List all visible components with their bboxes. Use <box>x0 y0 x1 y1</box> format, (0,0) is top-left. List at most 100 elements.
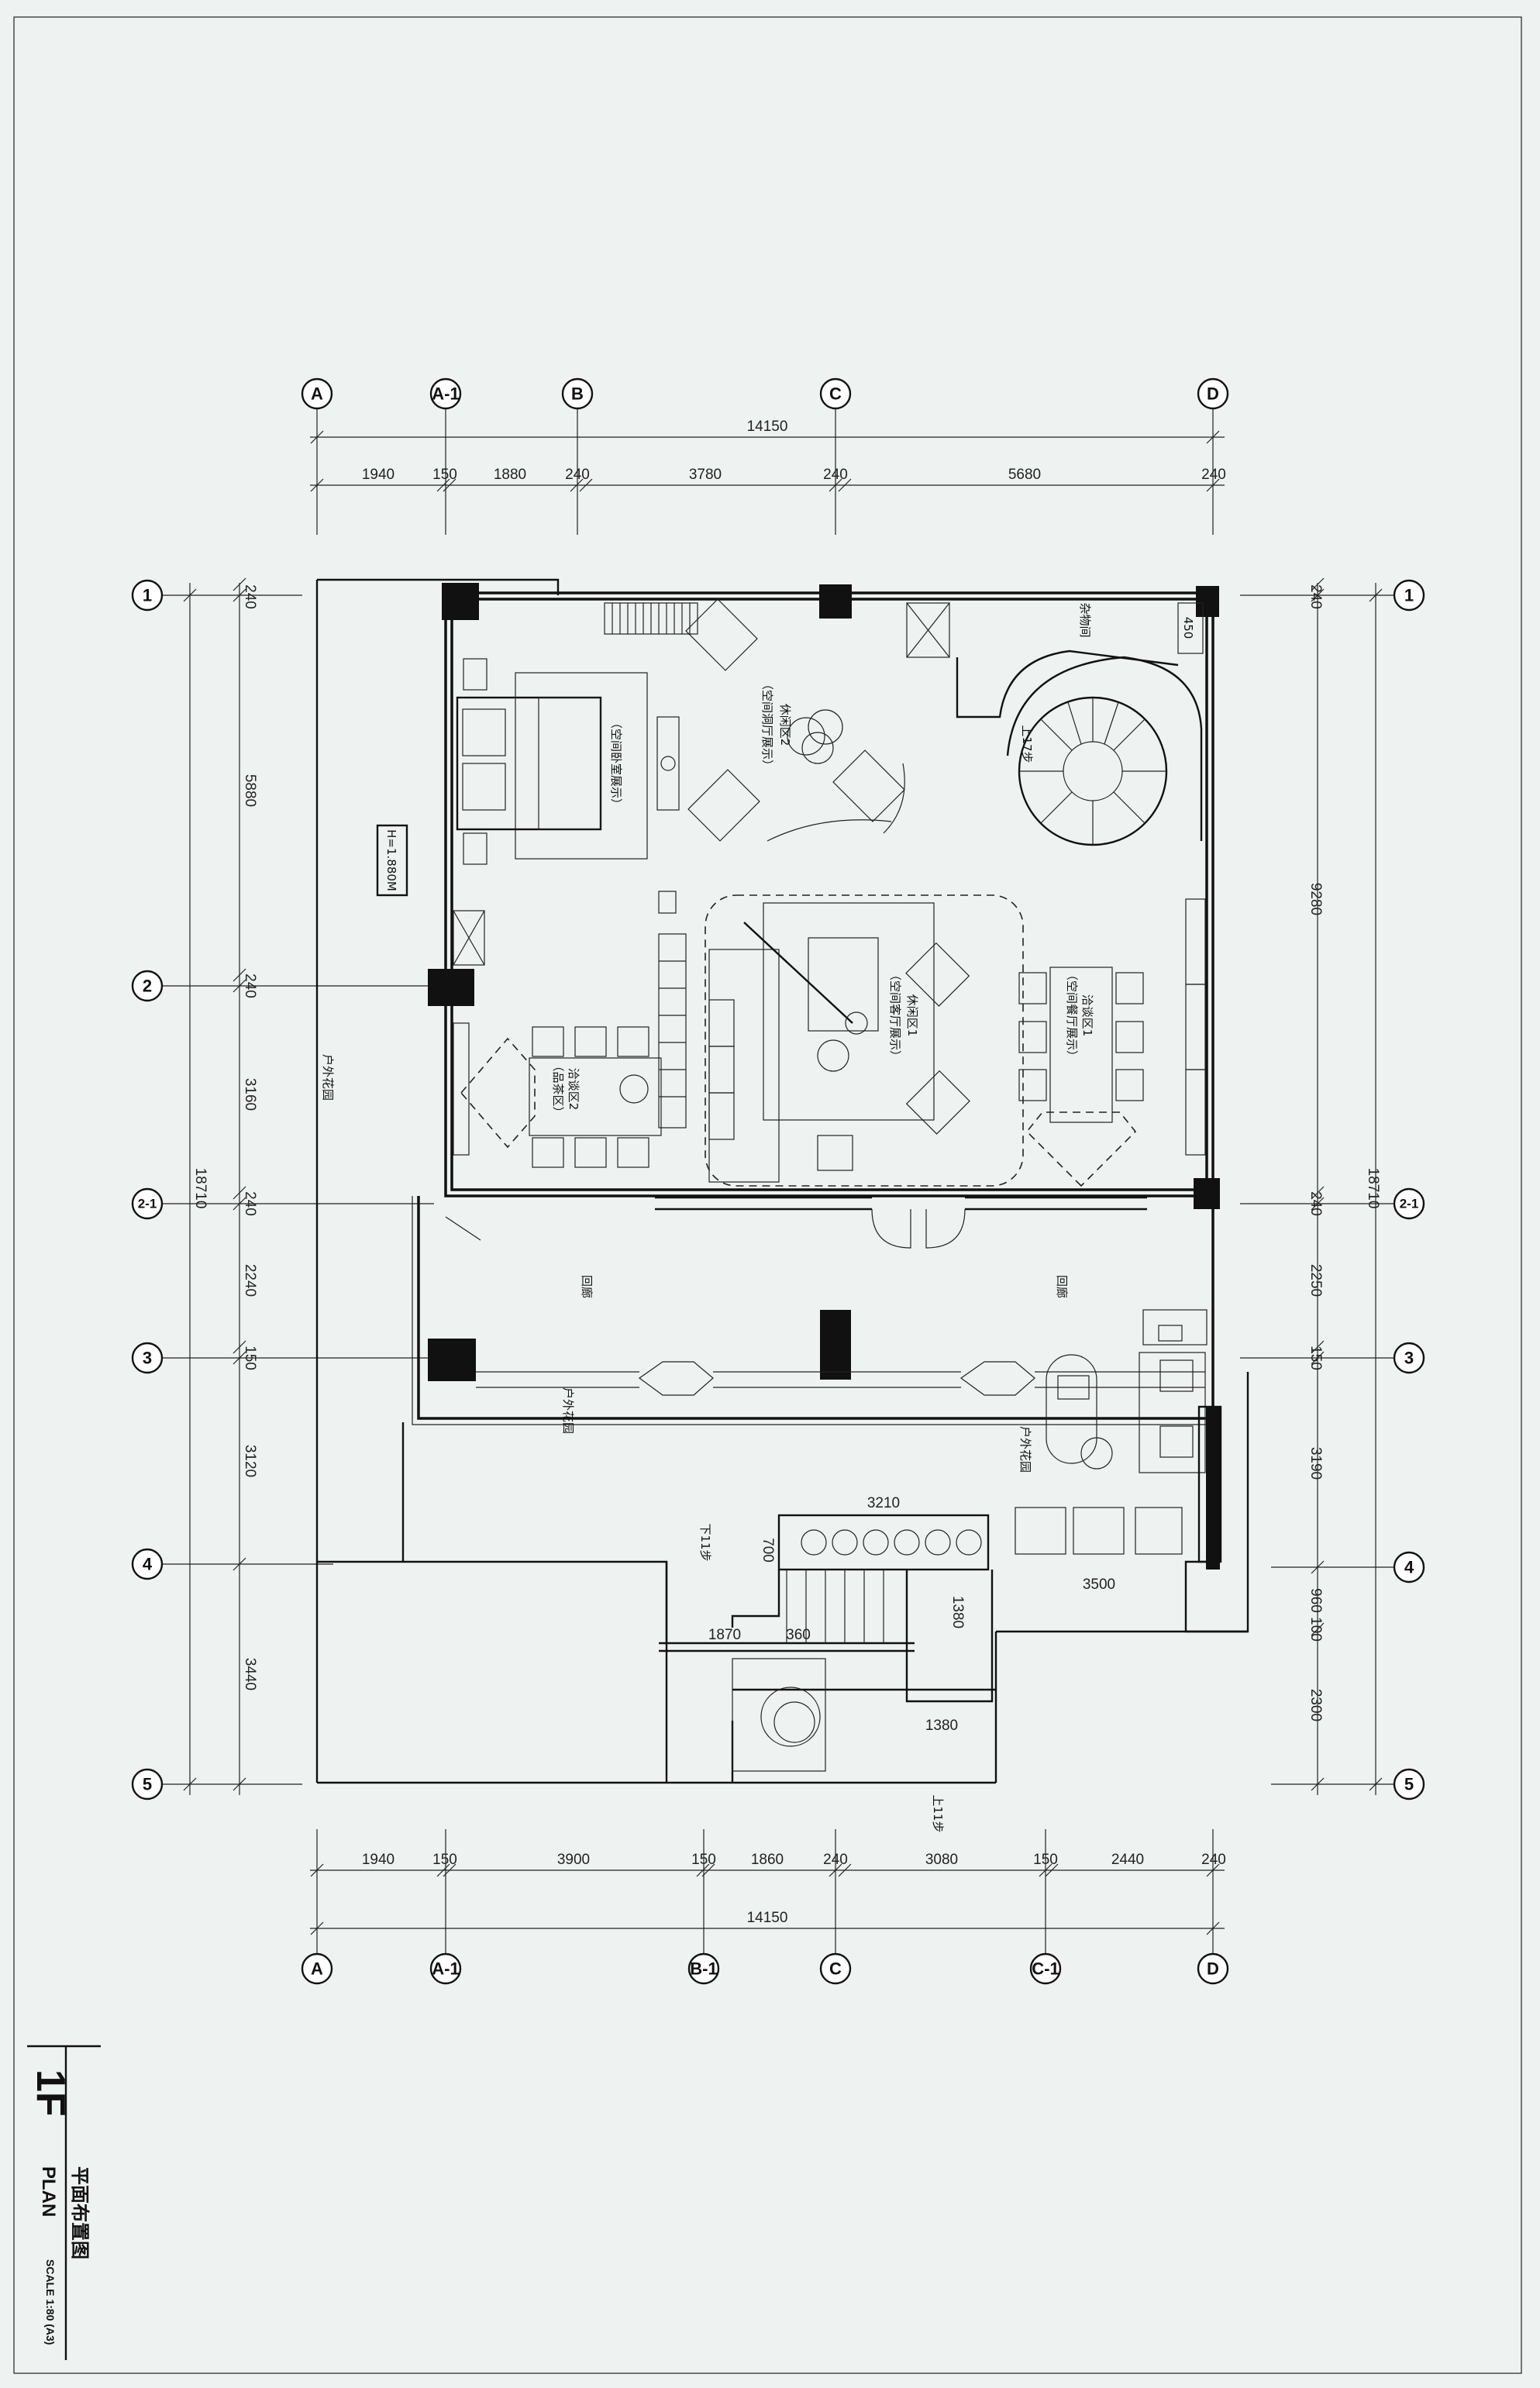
negotiation2-sub: （品茶区） <box>551 1060 565 1118</box>
dim-left-1: 240 <box>242 584 258 609</box>
armchair <box>1015 1507 1066 1555</box>
grid-bubble-bottom-D <box>1197 1952 1229 1985</box>
door-right-leaf <box>925 1208 966 1249</box>
chair <box>617 1026 649 1057</box>
pillow <box>462 763 506 811</box>
dim-1870: 1870 <box>708 1627 741 1643</box>
grid-bubble-left-3 <box>131 1342 164 1374</box>
armchair <box>832 749 905 822</box>
dim-bottom-4: 150 <box>691 1852 716 1868</box>
armchair <box>905 1070 970 1135</box>
tea-light-zone <box>460 1037 536 1149</box>
grid-bubble-right-2-1 <box>1393 1187 1425 1220</box>
title-block: 1F PLAN 平面布置图 SCALE 1:80 (A3) <box>27 2045 101 2360</box>
grid-bubble-bottom-C1 <box>1029 1952 1062 1985</box>
grid-bubble-right-5 <box>1393 1768 1425 1800</box>
chair <box>532 1137 564 1168</box>
grid-bubble-left-4 <box>131 1548 164 1580</box>
armchair <box>687 769 760 842</box>
dim-left-5: 240 <box>242 1191 258 1216</box>
dim-right-6: 3190 <box>1307 1447 1324 1480</box>
dim-left-9: 3440 <box>242 1658 258 1690</box>
garden-left-label: 户外花园 <box>321 1054 335 1101</box>
dim-bottom-6: 240 <box>823 1852 848 1868</box>
door-left-leaf <box>871 1208 911 1249</box>
grid-bubble-bottom-B1 <box>687 1952 720 1985</box>
grid-bubble-bottom-A1 <box>429 1952 462 1985</box>
column <box>442 583 479 620</box>
chair <box>1018 1021 1047 1053</box>
dim-top-7: 5680 <box>1008 467 1041 483</box>
title-scale: SCALE 1:80 (A3) <box>44 2259 57 2345</box>
dim-top-2: 150 <box>432 467 457 483</box>
steps-down-label: 下11步 <box>698 1523 712 1561</box>
grid-label-top-C: C <box>829 384 842 404</box>
dim-right-total: 18710 <box>1365 1168 1381 1209</box>
leisure-area-2: 休闲区2 （空间洞厅展示） <box>685 598 905 842</box>
chair <box>532 1026 564 1057</box>
column <box>1206 1407 1220 1570</box>
grid-label-left-2-1: 2-1 <box>138 1197 157 1211</box>
dim-left-4: 3160 <box>242 1078 258 1111</box>
grid-label-top-D: D <box>1207 384 1219 404</box>
top-window <box>604 602 950 658</box>
dining-light-zone <box>1025 1111 1137 1187</box>
grid-label-right-3: 3 <box>1404 1349 1414 1368</box>
column <box>1196 586 1219 617</box>
grid-bubble-left-5 <box>131 1768 164 1800</box>
grid-bubble-right-4 <box>1393 1551 1425 1583</box>
negotiation1-sub: （空间餐厅展示） <box>1065 969 1079 1062</box>
lounge-sofa <box>1046 1354 1097 1464</box>
chair <box>1115 1021 1144 1053</box>
chair <box>1018 1069 1047 1101</box>
dim-right-8: 100 <box>1307 1617 1324 1642</box>
grid-label-top-B: B <box>571 384 584 404</box>
column <box>819 584 852 619</box>
column <box>1194 1178 1220 1209</box>
round-planter <box>760 1687 821 1747</box>
corridor-right-label: 回廊 <box>1055 1275 1069 1298</box>
chair <box>1115 1069 1144 1101</box>
dim-700: 700 <box>760 1538 776 1563</box>
grid-label-right-4: 4 <box>1404 1558 1414 1577</box>
title-floor: 1F <box>28 2069 73 2117</box>
side-table <box>817 1135 853 1171</box>
top-grid-axes: A A-1 B C D 14150 1940 150 1880 240 3780… <box>301 377 1229 535</box>
bar-counter <box>1142 1309 1208 1346</box>
dim-left-6: 2240 <box>242 1264 258 1297</box>
grid-bubble-right-1 <box>1393 579 1425 612</box>
bedroom-rug <box>515 672 648 860</box>
sheet-border <box>13 16 1522 2374</box>
height-mark: H=1.880M <box>384 829 398 891</box>
grid-label-left-2: 2 <box>143 977 152 996</box>
dim-3500: 3500 <box>1083 1576 1115 1593</box>
dim-top-5: 3780 <box>689 467 722 483</box>
grid-bubble-top-D <box>1197 377 1229 410</box>
dim-450: 450 <box>1181 617 1195 639</box>
grid-label-left-1: 1 <box>143 586 152 605</box>
right-grid-axes: 1 2-1 3 4 5 18710 240 9280 240 2250 150 … <box>1240 577 1425 1800</box>
dim-bottom-9: 2440 <box>1111 1852 1144 1868</box>
dim-right-9: 2300 <box>1307 1689 1324 1721</box>
dim-right-5: 150 <box>1307 1346 1324 1370</box>
lower-corridor: 回廊 回廊 户外花园 户外花园 户外花园 <box>321 1054 1208 1473</box>
grid-bubble-top-A1 <box>429 377 462 410</box>
dim-left-2: 5880 <box>242 774 258 807</box>
dim-left-8: 3120 <box>242 1445 258 1477</box>
grid-bubble-left-1 <box>131 579 164 612</box>
dim-3210: 3210 <box>867 1495 900 1511</box>
lounge-chair <box>1159 1359 1194 1392</box>
grid-label-right-5: 5 <box>1404 1775 1414 1794</box>
tea-table <box>529 1057 662 1136</box>
dim-left-total: 18710 <box>192 1168 208 1209</box>
column <box>428 1339 476 1381</box>
dim-bottom-10: 240 <box>1201 1852 1226 1868</box>
grid-bubble-top-A <box>301 377 333 410</box>
grid-bubble-top-C <box>819 377 852 410</box>
column <box>820 1310 851 1380</box>
garden-mid-label: 户外花园 <box>561 1387 575 1434</box>
chair <box>617 1137 649 1168</box>
garden-right-label: 户外花园 <box>1018 1426 1032 1473</box>
planter <box>959 1361 1035 1396</box>
